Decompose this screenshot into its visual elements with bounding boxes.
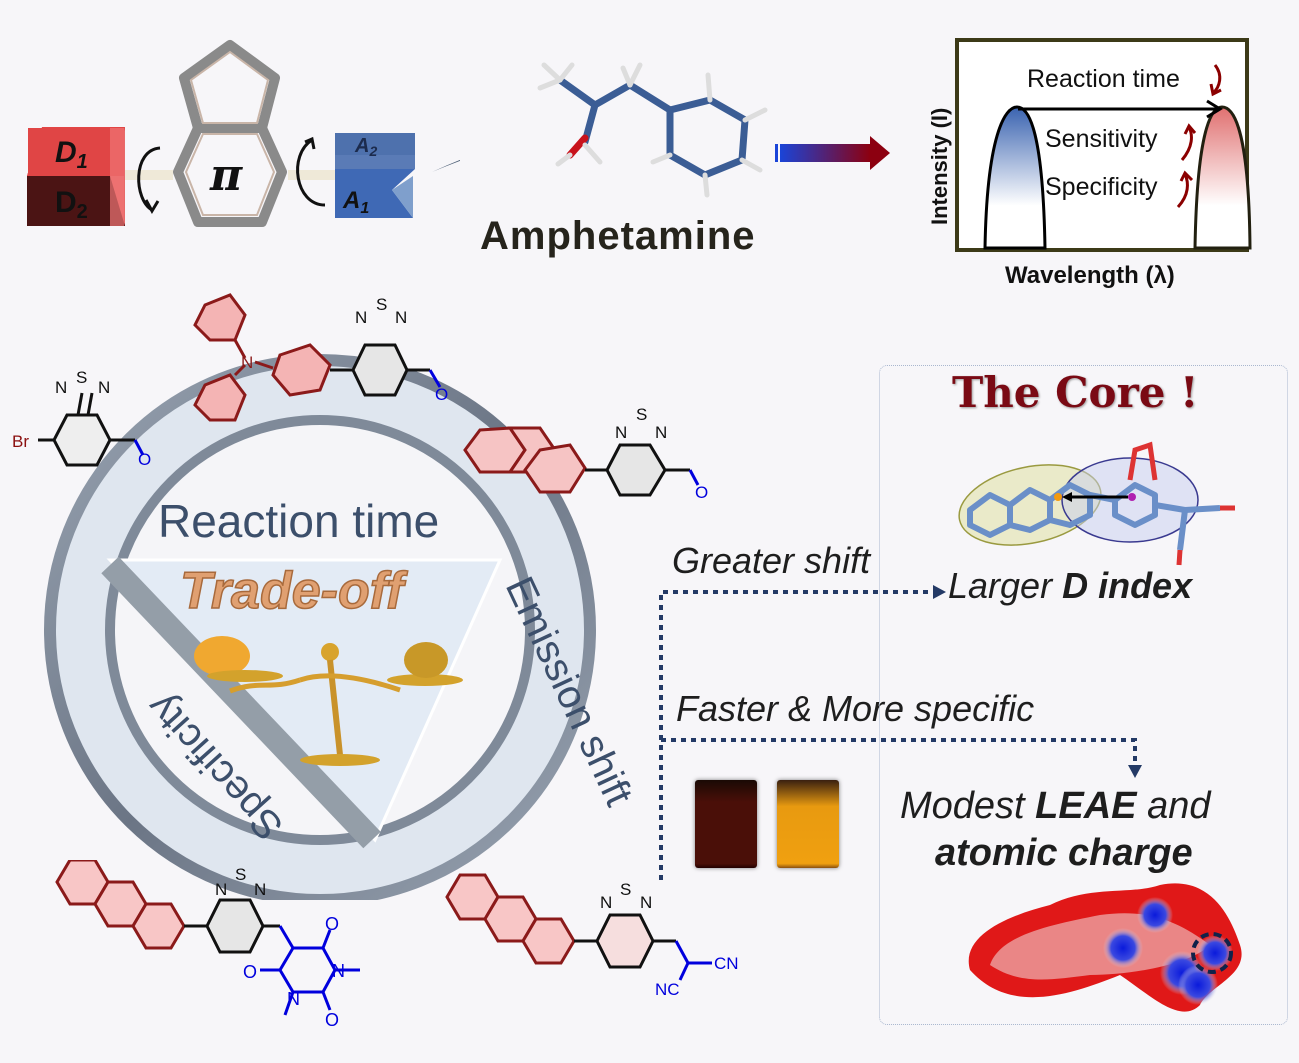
acceptor-block: [335, 133, 415, 218]
atomic-charge-label: atomic charge: [935, 832, 1193, 874]
atom-n: N: [241, 353, 253, 372]
highlighted-atom-circle: [1191, 932, 1233, 974]
tradeoff-title: Trade-off: [180, 562, 408, 620]
y-axis-label: Intensity (I): [927, 108, 952, 225]
acceptor-a2-label: A2: [354, 135, 377, 159]
rotation-arrow-right-icon: [296, 138, 326, 207]
atom-o: O: [325, 914, 339, 934]
rotation-arrow-left-icon: [137, 146, 161, 212]
atom-o: O: [435, 385, 448, 404]
core-molecule-3d-model: [958, 441, 1235, 566]
atom-n: N: [287, 989, 300, 1009]
reaction-time-label: Reaction time: [158, 495, 439, 547]
probe-molecule-2: N N S N O: [193, 293, 448, 422]
x-axis-label: Wavelength (λ): [1005, 262, 1175, 289]
d-index-term: D index: [1062, 565, 1193, 606]
trend-up-arrow-icon: [1176, 170, 1194, 209]
modest-leae-suffix: and: [1136, 785, 1211, 827]
atom-n: N: [254, 880, 266, 899]
modest-leae-prefix: Modest: [900, 785, 1036, 827]
donor-d1-label: D1: [55, 136, 88, 173]
spectrum-panel: Reaction time Sensitivity Specificity In…: [927, 38, 1252, 289]
probe-molecule-3: N S N O: [463, 405, 708, 502]
atom-o: O: [138, 450, 151, 469]
donor-cube: [27, 127, 125, 226]
leae-term: LEAE: [1035, 785, 1137, 827]
core-panel: [879, 365, 1288, 1025]
faster-more-specific-label: Faster & More specific: [676, 688, 1035, 729]
flow-connectors: [659, 585, 1142, 880]
tradeoff-circle: Reaction time Emission shift Specificity…: [44, 354, 641, 900]
probe-molecule-4: N S N O O O N N: [55, 860, 360, 1030]
greater-shift-label: Greater shift: [672, 540, 871, 581]
arrowhead-right-icon: [933, 585, 946, 599]
atom-n: N: [395, 308, 407, 327]
larger-d-index-prefix: Larger: [948, 565, 1063, 606]
electrostatic-potential-map: [968, 883, 1242, 1012]
probe-molecule-5: N S N CN NC: [445, 873, 739, 999]
pi-label: π: [209, 150, 243, 201]
atom-n: N: [640, 893, 652, 912]
modest-leae-label: Modest LEAE and: [900, 785, 1211, 828]
atom-n: N: [215, 880, 227, 899]
atom-n: N: [332, 961, 345, 981]
spectrum-reaction-time-label: Reaction time: [1027, 65, 1180, 93]
atom-s: S: [235, 865, 246, 884]
atom-n: N: [655, 423, 667, 442]
linker-rod-left: [118, 170, 173, 180]
pi-bridge-ring-icon: [173, 40, 287, 227]
donor-pi-acceptor-scheme: D1 D2 π A2 A1: [27, 40, 460, 227]
acceptor-a1-label: A1: [342, 187, 369, 217]
probe-molecule-1: Br N S N O: [12, 368, 151, 469]
atom-s: S: [76, 368, 87, 387]
atom-n: N: [615, 423, 627, 442]
vial-orange: [777, 780, 839, 868]
peak-after: [1193, 105, 1252, 250]
atom-nc: NC: [655, 980, 680, 999]
analyte-name: Amphetamine: [480, 214, 756, 258]
balance-scale-icon: [194, 636, 463, 766]
atom-o: O: [243, 962, 257, 982]
trend-up-arrow-icon: [1180, 123, 1197, 161]
gradient-arrow-icon: [775, 136, 890, 170]
atom-o: O: [695, 483, 708, 502]
atom-br: Br: [12, 432, 29, 451]
arrowhead-down-icon: [1128, 765, 1142, 778]
larger-d-index-label: Larger D index: [948, 565, 1192, 607]
pointer-arrow-icon: [432, 159, 460, 172]
spectrum-sensitivity-label: Sensitivity: [1045, 125, 1158, 153]
spectrum-specificity-label: Specificity: [1045, 173, 1158, 201]
trend-down-arrow-icon: [1209, 64, 1222, 97]
vial-dark-red: [695, 780, 757, 868]
atom-s: S: [376, 295, 387, 314]
atom-cn: CN: [714, 954, 739, 973]
core-title: The Core !: [952, 368, 1199, 417]
atom-s: S: [620, 880, 631, 899]
peak-before: [983, 105, 1047, 250]
atom-n: N: [55, 378, 67, 397]
linker-rod-right: [288, 170, 336, 180]
atom-n: N: [600, 893, 612, 912]
atom-n: N: [355, 308, 367, 327]
amphetamine-3d-model: [537, 62, 768, 198]
atom-n: N: [98, 378, 110, 397]
atom-s: S: [636, 405, 647, 424]
donor-d2-label: D2: [55, 186, 88, 223]
atom-o: O: [325, 1010, 339, 1030]
